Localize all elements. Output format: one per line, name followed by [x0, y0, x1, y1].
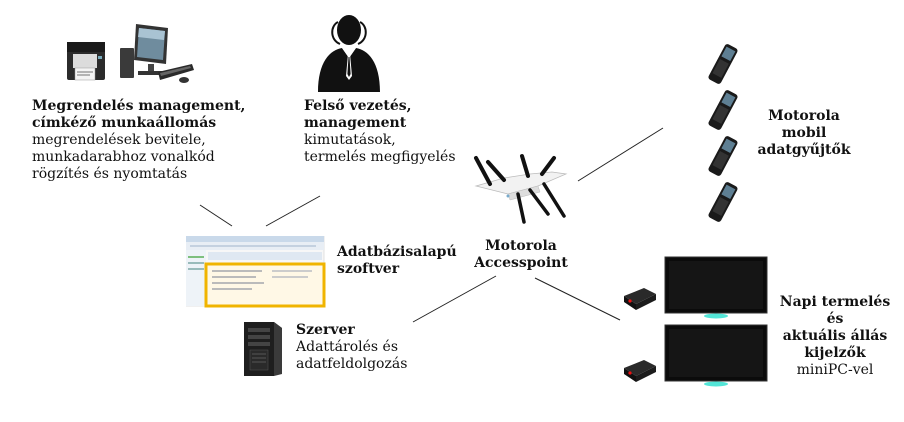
software-screenshot-icon: [186, 236, 326, 308]
software-title-line1: Adatbázisalapú: [337, 244, 457, 260]
printer-icon: [67, 42, 105, 81]
label-station-desc-line1: megrendelések bevitele,: [32, 132, 206, 148]
displays-title-line1: Napi termelés: [779, 294, 891, 310]
tv-display-icon: [664, 256, 768, 319]
displays-title-line3: aktuális állás: [782, 328, 888, 344]
connector-ap-displays: [534, 277, 621, 321]
accesspoint-title-line2: Accesspoint: [474, 255, 568, 271]
label-station-title-line1: Megrendelés management,: [32, 98, 246, 114]
software-title-line2: szoftver: [337, 261, 400, 277]
workstation-icon: [120, 24, 194, 83]
handheld-scanner-icon: [708, 44, 738, 84]
label-station-title-line2: címkéző munkaállomás: [32, 115, 217, 131]
mobile-title-line3: adatgyűjtők: [757, 142, 851, 158]
manager-desc-line2: termelés megfigyelés: [304, 149, 456, 165]
displays-title-line4: kijelzők: [804, 345, 866, 361]
connector-ap-mobile: [577, 127, 664, 182]
server-title: Szerver: [296, 322, 355, 338]
handheld-scanner-icon: [708, 90, 738, 130]
accesspoint-title-line1: Motorola: [485, 238, 557, 254]
server-text: Szerver Adattárolés és adatfeldolgozás: [296, 322, 446, 373]
server-desc-line2: adatfeldolgozás: [296, 356, 408, 372]
handheld-scanner-icon: [708, 182, 738, 222]
tv-display-icon: [664, 324, 768, 387]
accesspoint-text: Motorola Accesspoint: [466, 238, 576, 272]
connector-manager-software: [265, 195, 321, 227]
mobile-title-line2: mobil: [781, 125, 827, 141]
handheld-scanner-icon: [708, 136, 738, 176]
manager-title-line2: management: [304, 115, 407, 131]
server-desc-line1: Adattárolés és: [296, 339, 399, 355]
connector-ap-server: [412, 275, 497, 323]
business-person-icon: [318, 15, 380, 92]
displays-title-line2: és: [826, 311, 844, 327]
displays-text: Napi termelés és aktuális állás kijelzők…: [772, 294, 898, 379]
mini-pc-icon: [624, 360, 656, 382]
label-station-desc-line3: rögzítés és nyomtatás: [32, 166, 188, 182]
displays-desc: miniPC-vel: [796, 362, 874, 378]
mobile-text: Motorola mobil adatgyűjtők: [752, 108, 856, 159]
manager-desc-line1: kimutatások,: [304, 132, 396, 148]
manager-text: Felső vezetés, management kimutatások, t…: [304, 98, 474, 166]
mobile-title-line1: Motorola: [768, 108, 840, 124]
label-station-text: Megrendelés management, címkéző munkaáll…: [32, 98, 252, 183]
software-text: Adatbázisalapú szoftver: [337, 244, 477, 278]
manager-title-line1: Felső vezetés,: [304, 98, 412, 114]
connector-station-software: [199, 204, 233, 227]
server-tower-icon: [244, 322, 282, 376]
label-station-desc-line2: munkadarabhoz vonalkód: [32, 149, 215, 165]
wireless-accesspoint-icon: [474, 154, 568, 224]
mini-pc-icon: [624, 288, 656, 310]
